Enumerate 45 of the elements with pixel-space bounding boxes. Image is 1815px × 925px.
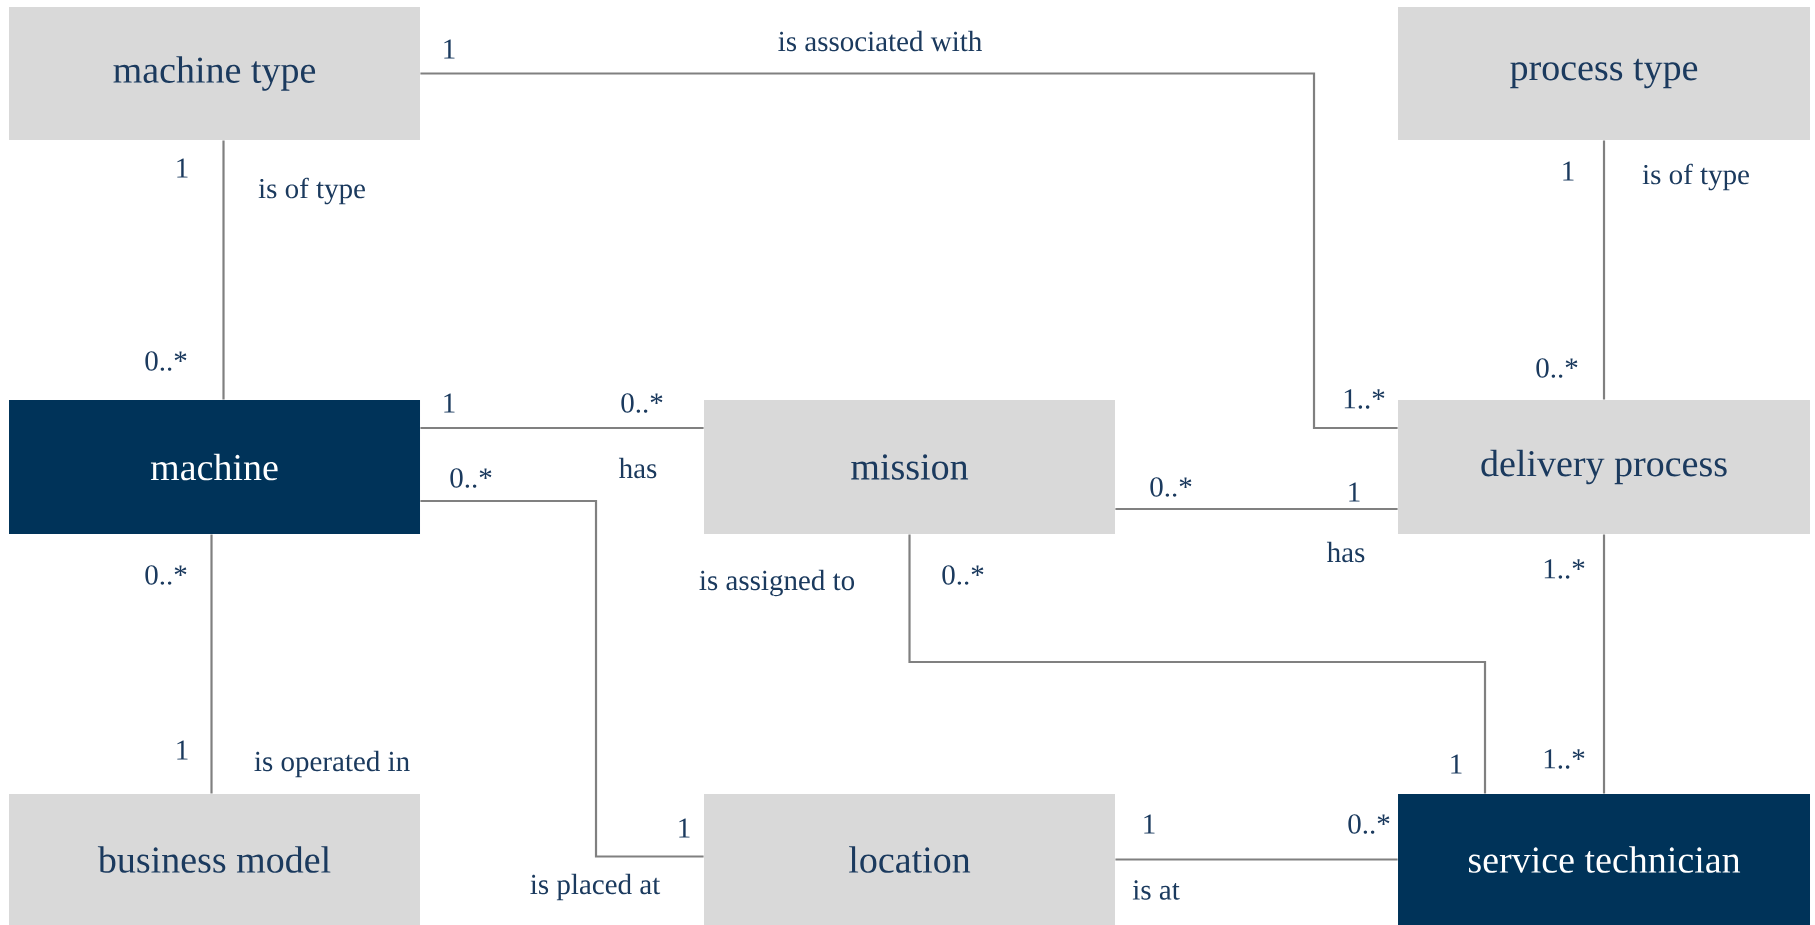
association-line: [420, 72, 1398, 430]
multiplicity-label: 0..*: [621, 393, 663, 413]
class-box: machine: [9, 400, 420, 534]
multiplicity-label: 0..*: [1348, 814, 1390, 834]
multiplicity-label: 0..*: [1536, 358, 1578, 378]
multiplicity-label: 1: [1144, 814, 1155, 834]
association-line: [210, 534, 213, 794]
multiplicity-label: 1: [177, 740, 188, 760]
edge-label: is of type: [256, 175, 368, 207]
multiplicity-label: 0..*: [145, 351, 187, 371]
association-line: [222, 140, 225, 400]
edge-label: is at: [1130, 878, 1182, 902]
multiplicity-label: 0..*: [1150, 477, 1192, 497]
association-line: [420, 426, 704, 430]
multiplicity-label: 1: [1451, 754, 1462, 774]
multiplicity-label: 1: [1349, 482, 1360, 502]
multiplicity-label: 0..*: [942, 565, 984, 585]
class-box: machine type: [9, 7, 420, 140]
association-line: [1602, 534, 1606, 794]
edge-label: has: [616, 455, 660, 481]
association-line: [1602, 140, 1606, 400]
multiplicity-label: 1: [679, 818, 690, 838]
class-box: service technician: [1398, 794, 1810, 925]
edge-label: has: [1324, 539, 1368, 565]
edge-label: is operated in: [251, 748, 413, 780]
multiplicity-label: 1..*: [1544, 749, 1585, 769]
multiplicity-label: 1: [444, 393, 455, 413]
association-line: [1115, 507, 1398, 511]
edge-label: is assigned to: [696, 567, 858, 599]
class-box: location: [704, 794, 1115, 925]
association-line: [1115, 858, 1398, 861]
edge-label: is associated with: [775, 28, 985, 54]
class-box: mission: [704, 400, 1115, 534]
association-line: [420, 499, 704, 858]
multiplicity-label: 0..*: [450, 468, 492, 488]
class-box: business model: [9, 794, 420, 925]
multiplicity-label: 1..*: [1544, 559, 1585, 579]
multiplicity-label: 0..*: [145, 565, 187, 585]
class-box: process type: [1398, 7, 1810, 140]
edge-label: is of type: [1640, 161, 1752, 193]
multiplicity-label: 1: [444, 39, 455, 59]
multiplicity-label: 1..*: [1344, 389, 1385, 409]
class-box: delivery process: [1398, 400, 1810, 534]
edge-label: is placed at: [527, 871, 663, 903]
association-line: [908, 534, 1487, 794]
